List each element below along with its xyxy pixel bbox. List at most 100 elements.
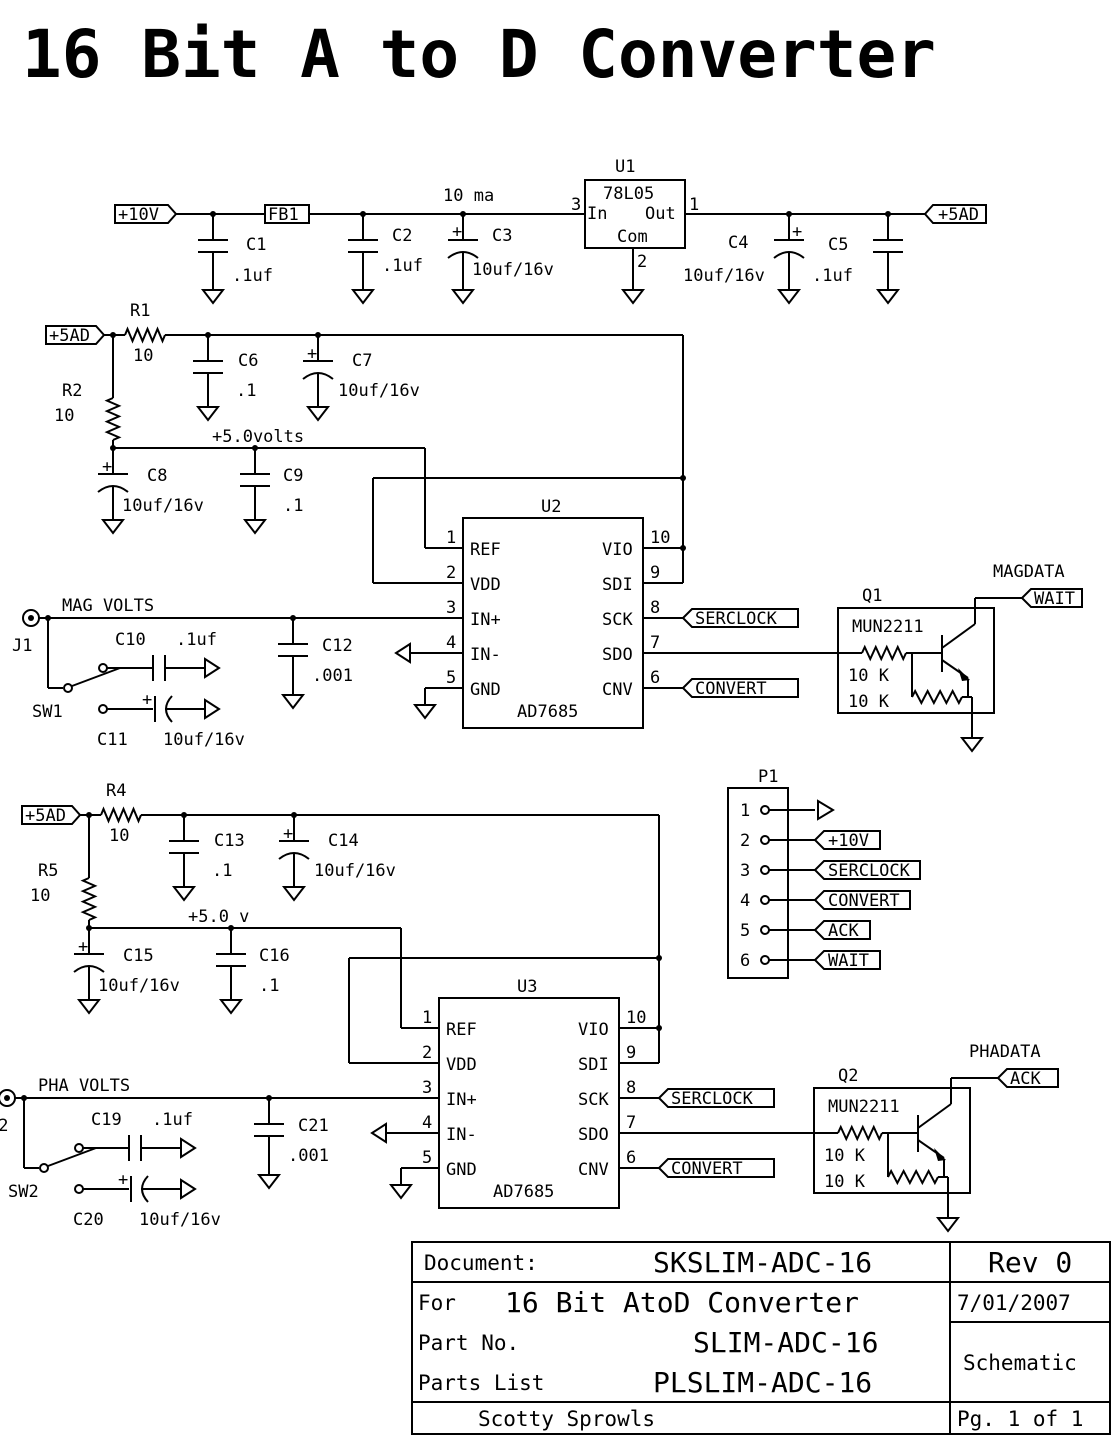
fb1-label: FB1 <box>268 205 299 225</box>
capacitor-ref: C21 <box>298 1116 329 1136</box>
input-label: PHA VOLTS <box>38 1076 130 1096</box>
capacitor-ref: C19 <box>91 1110 122 1130</box>
svg-text:10uf/16v: 10uf/16v <box>683 266 765 286</box>
connector-pin-num: 3 <box>740 861 750 881</box>
transistor-ref: Q2 <box>838 1066 858 1086</box>
svg-text:CONVERT: CONVERT <box>671 1159 743 1179</box>
svg-text:10: 10 <box>650 528 670 548</box>
svg-text:.1uf: .1uf <box>152 1110 193 1130</box>
connector-pin-label: CONVERT <box>828 891 900 911</box>
svg-text:WAIT: WAIT <box>1034 589 1075 609</box>
svg-text:9: 9 <box>626 1043 636 1063</box>
svg-text:10uf/16v: 10uf/16v <box>472 260 554 280</box>
port-5ad <box>45 325 106 345</box>
svg-text:.001: .001 <box>288 1146 329 1166</box>
capacitor-ref: C8 <box>147 466 167 486</box>
ic-pin-label: SCK <box>602 610 633 630</box>
svg-text:.001: .001 <box>312 666 353 686</box>
tb-rev: Rev 0 <box>988 1246 1072 1279</box>
connector-pin-port <box>813 920 871 940</box>
jack-label: J2 <box>0 1116 8 1136</box>
svg-text:10: 10 <box>54 406 74 426</box>
svg-text:Parts List: Parts List <box>418 1371 544 1395</box>
svg-text:3: 3 <box>446 598 456 618</box>
svg-text:CONVERT: CONVERT <box>695 679 767 699</box>
port-5ad <box>21 805 82 825</box>
svg-text:10uf/16v: 10uf/16v <box>139 1210 221 1230</box>
connector-pin-num: 1 <box>740 801 750 821</box>
transistor-ref: Q1 <box>862 586 882 606</box>
svg-text:+: + <box>452 222 462 242</box>
svg-text:7: 7 <box>626 1113 636 1133</box>
svg-text:Com: Com <box>617 227 648 247</box>
svg-text:10uf/16v: 10uf/16v <box>314 861 396 881</box>
transistor-box <box>813 1087 971 1194</box>
svg-text:C1: C1 <box>246 235 266 255</box>
svg-text:4: 4 <box>422 1113 432 1133</box>
connector-pin-label: +10V <box>828 831 869 851</box>
ic-pin-label: GND <box>470 680 501 700</box>
svg-text:.1uf: .1uf <box>176 630 217 650</box>
tb-for-value: 16 Bit AtoD Converter <box>505 1286 859 1319</box>
svg-text:P1: P1 <box>758 767 778 787</box>
svg-text:10uf/16v: 10uf/16v <box>98 976 180 996</box>
capacitor-ref: C7 <box>352 351 372 371</box>
u1-part: 78L05 <box>603 184 654 204</box>
convert-port <box>681 678 799 698</box>
connector-p1: P1 <box>727 767 789 979</box>
svg-text:.1: .1 <box>212 861 232 881</box>
data-net-label: PHADATA <box>969 1042 1041 1062</box>
svg-text:10: 10 <box>626 1008 646 1028</box>
capacitor-ref: C13 <box>214 831 245 851</box>
svg-text:Part No.: Part No. <box>418 1331 519 1355</box>
svg-text:10uf/16v: 10uf/16v <box>122 496 204 516</box>
svg-text:1: 1 <box>422 1008 432 1028</box>
transistor-box <box>837 607 995 714</box>
switch-label: SW1 <box>32 702 63 722</box>
svg-text:+: + <box>307 344 317 364</box>
port-5ad-out <box>923 204 987 224</box>
svg-text:10: 10 <box>133 346 153 366</box>
svg-text:.1uf: .1uf <box>382 256 423 276</box>
ic-part: AD7685 <box>493 1182 554 1202</box>
current-label: 10 ma <box>443 186 494 206</box>
ic-pin-label: CNV <box>602 680 633 700</box>
convert-port <box>657 1158 775 1178</box>
jack-label: J1 <box>12 636 32 656</box>
ic-pin-label: SCK <box>578 1090 609 1110</box>
svg-text:C3: C3 <box>492 226 512 246</box>
capacitor-ref: C12 <box>322 636 353 656</box>
ic-pin-label: IN+ <box>470 610 501 630</box>
data-net-label: MAGDATA <box>993 562 1065 582</box>
svg-text:6: 6 <box>626 1148 636 1168</box>
svg-text:.1: .1 <box>283 496 303 516</box>
svg-text:In: In <box>587 204 607 224</box>
ic-pin-label: SDO <box>602 645 633 665</box>
tb-type: Schematic <box>963 1351 1077 1375</box>
svg-text:6: 6 <box>650 668 660 688</box>
capacitor-c4: + C4 10uf/16v <box>683 214 805 305</box>
tb-page: Pg. 1 of 1 <box>957 1407 1083 1431</box>
connector-pin-label: SERCLOCK <box>828 861 911 881</box>
ic-pin-label: IN- <box>446 1125 477 1145</box>
svg-text:9: 9 <box>650 563 660 583</box>
tb-document: SKSLIM-ADC-16 <box>653 1246 872 1279</box>
connector-pin-label: WAIT <box>828 951 869 971</box>
serclock-port <box>681 608 799 628</box>
input-label: MAG VOLTS <box>62 596 154 616</box>
svg-text:C5: C5 <box>828 235 848 255</box>
tb-part-no: SLIM-ADC-16 <box>693 1326 878 1359</box>
connector-pin-port <box>813 830 881 850</box>
ic-ref: U2 <box>541 497 561 517</box>
capacitor-ref: C20 <box>73 1210 104 1230</box>
svg-text:Out: Out <box>645 204 676 224</box>
svg-text:7: 7 <box>650 633 660 653</box>
svg-text:ACK: ACK <box>1010 1069 1041 1089</box>
ic-pin-label: VIO <box>602 540 633 560</box>
svg-text:+: + <box>792 222 802 242</box>
capacitor-c1: C1 .1uf <box>198 214 273 305</box>
svg-text:2: 2 <box>446 563 456 583</box>
ic-pin-label: SDO <box>578 1125 609 1145</box>
